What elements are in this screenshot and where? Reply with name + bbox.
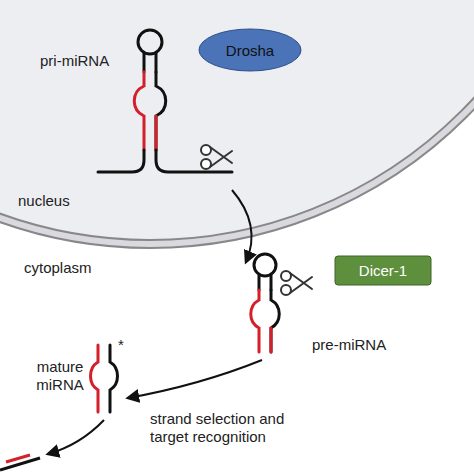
compartment-label: nucleus: [18, 192, 98, 210]
compartment-label: cytoplasm: [24, 259, 114, 277]
export-arrow: [232, 190, 252, 262]
enzyme-box: Dicer-1: [334, 255, 432, 286]
enzyme-name: Drosha: [226, 42, 274, 59]
enzyme-ellipse: Drosha: [198, 28, 302, 72]
target-arrow: [48, 420, 104, 454]
nucleoplasm: [0, 0, 474, 240]
rna-label: pre-miRNA: [312, 336, 412, 354]
mirna-duplex: [91, 345, 118, 412]
enzyme-name: Dicer-1: [359, 262, 407, 279]
processing-arrow: [128, 360, 262, 398]
star-strand-mark: *: [118, 336, 132, 354]
rna-label: pri-miRNA: [40, 52, 135, 70]
nuclear-envelope: [0, 0, 474, 248]
step-label: strand selection and target recognition: [150, 410, 320, 446]
rna-label: mature miRNA: [30, 358, 90, 394]
pre-mirna-hairpin: [251, 254, 312, 352]
target-mrna: [0, 455, 40, 470]
